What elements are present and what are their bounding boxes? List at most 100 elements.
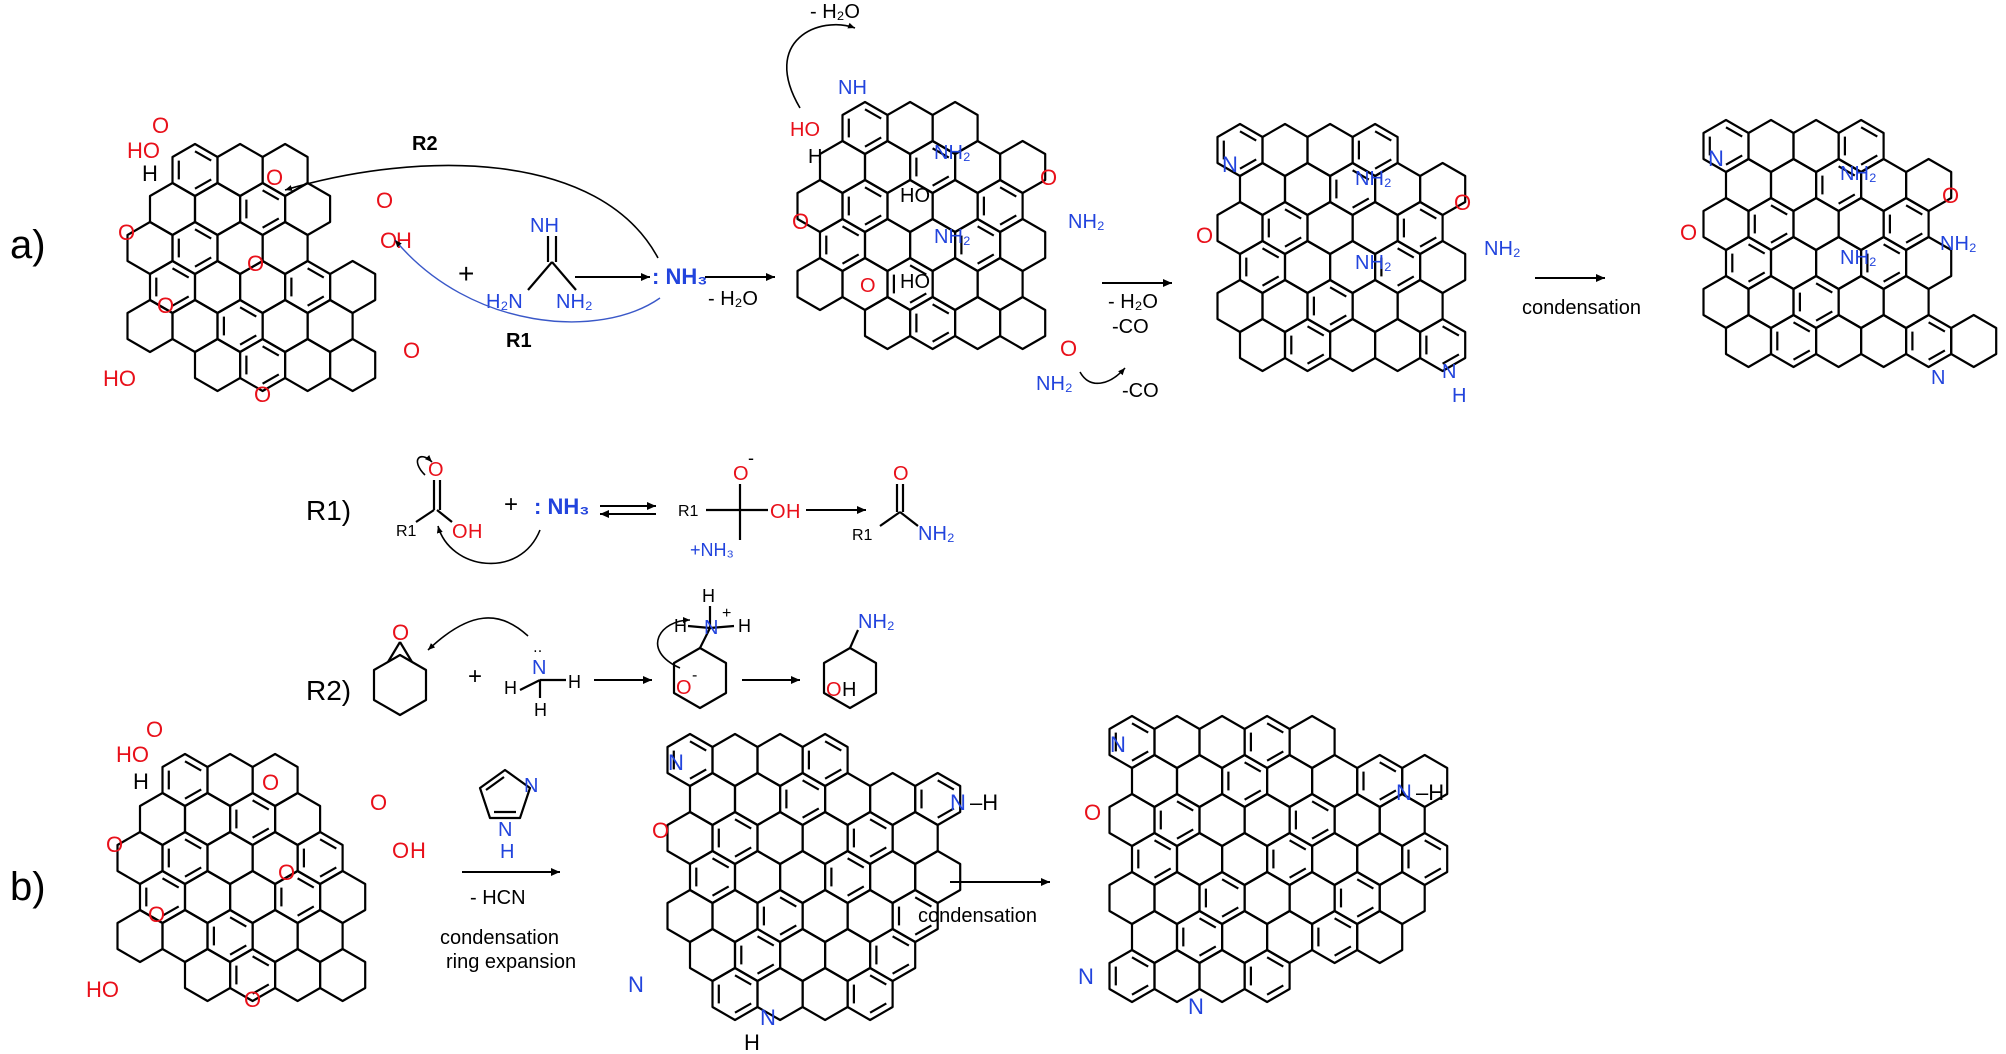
benzene-ring (953, 295, 1002, 351)
benzene-ring (274, 791, 322, 847)
imidazole-h: H (500, 841, 514, 863)
double-bond (252, 955, 270, 967)
r2-zwitterion-intermediate (672, 606, 735, 710)
benzene-ring (296, 908, 344, 964)
b1-ketone: O (106, 832, 123, 857)
benzene-ring (193, 181, 242, 237)
benzene-ring (1306, 200, 1354, 256)
b3-pyridine-n-bottom: N (1078, 964, 1094, 989)
double-bond (161, 877, 180, 889)
panel-b-label: b) (10, 865, 46, 909)
a1-epoxide-o-1: O (266, 165, 283, 190)
double-bond (909, 264, 927, 276)
r1-label: R1) (306, 495, 351, 526)
double-bond (1747, 243, 1766, 255)
r1-product-o: O (893, 463, 909, 485)
double-bond (864, 214, 882, 226)
double-bond (1334, 945, 1352, 957)
b3-ketone: O (1084, 800, 1101, 825)
condensed-lattice-a4 (1702, 118, 1998, 369)
benzene-ring (1153, 714, 1201, 770)
double-bond (1131, 722, 1149, 734)
imidazole-n-bottom: N (498, 819, 512, 841)
double-bond (1747, 271, 1766, 283)
b2-ketone: O (652, 818, 669, 843)
double-bond (1424, 839, 1442, 851)
double-bond (262, 189, 280, 201)
b1-acid-ho: HO (116, 742, 149, 767)
benzene-ring (284, 337, 332, 393)
benzene-ring (1265, 909, 1314, 965)
benzene-ring (1792, 196, 1840, 252)
panel-a-label: a) (10, 223, 46, 267)
a2-amine-1: NH₂ (934, 142, 971, 164)
r1-amide-product (879, 484, 919, 527)
double-bond (1883, 243, 1901, 255)
benzene-ring (1747, 274, 1795, 330)
double-bond (1860, 154, 1878, 166)
double-bond (184, 760, 202, 772)
r2-label: R2) (306, 675, 351, 706)
r2-h-bottom: H (534, 700, 547, 720)
double-bond (194, 178, 212, 190)
double-bond (1815, 282, 1833, 294)
b-step1-ring-expansion: ring expansion (446, 951, 576, 973)
benzene-ring (261, 220, 309, 276)
benzene-ring (931, 256, 979, 312)
double-bond (977, 253, 995, 265)
r2-product-nh2: NH₂ (858, 611, 895, 633)
double-bond (711, 885, 730, 897)
benzene-ring (1418, 239, 1467, 295)
double-bond (864, 108, 882, 120)
benzene-ring (1333, 792, 1381, 848)
double-bond (1153, 839, 1172, 851)
a1-ketone-o: O (118, 220, 135, 245)
double-bond (297, 905, 315, 917)
r1-product-nh2: NH₂ (918, 523, 955, 545)
double-bond (1838, 165, 1856, 177)
double-bond (1131, 984, 1149, 996)
a2-amide-nh2: NH₂ (1068, 211, 1105, 233)
r2-cyclohexene-oxide (372, 641, 428, 717)
double-bond (1770, 204, 1788, 216)
a3-pyridine-n: N (1222, 152, 1238, 177)
benzene-ring (1769, 157, 1818, 213)
path-r1-label: R1 (506, 330, 532, 352)
benzene-ring (1238, 317, 1287, 373)
benzene-ring (1769, 235, 1818, 291)
benzene-ring (756, 732, 804, 788)
r1-int-oh-h: H (786, 501, 800, 523)
a1-epoxide-o-3: O (157, 293, 174, 318)
r1-nucleophile: : NH₃ (534, 494, 589, 519)
double-bond (869, 974, 887, 986)
benzene-ring (1373, 317, 1422, 373)
double-bond (847, 885, 865, 897)
double-bond (711, 857, 730, 869)
double-bond (194, 150, 212, 162)
benzene-ring (1130, 753, 1179, 809)
r1-int-charge: - (748, 448, 754, 468)
benzene-ring (1198, 714, 1246, 770)
b2-pyridine-n-bottom: N (628, 972, 644, 997)
step2-label-2: -CO (1112, 316, 1149, 338)
b1-epoxide-3: O (148, 902, 165, 927)
double-bond (307, 295, 325, 307)
double-bond (1928, 321, 1946, 333)
b1-epoxide-2: O (278, 860, 295, 885)
benzene-ring (183, 791, 232, 847)
benzene-ring (319, 947, 367, 1003)
double-bond (194, 228, 212, 240)
double-bond (194, 256, 212, 268)
a4-ketone: O (1680, 220, 1697, 245)
double-bond (1266, 722, 1284, 734)
double-bond (184, 866, 202, 878)
a3-amide-nh2: NH₂ (1484, 238, 1521, 260)
a3-amide-o: O (1454, 190, 1471, 215)
double-bond (869, 1002, 887, 1014)
benzene-ring (306, 298, 354, 354)
double-bond (1905, 204, 1923, 216)
r1-reactant-oh-h: H (468, 521, 482, 543)
benzene-ring (1216, 200, 1264, 256)
r1-int-r1: R1 (678, 503, 699, 520)
r1-plus: + (504, 491, 518, 518)
